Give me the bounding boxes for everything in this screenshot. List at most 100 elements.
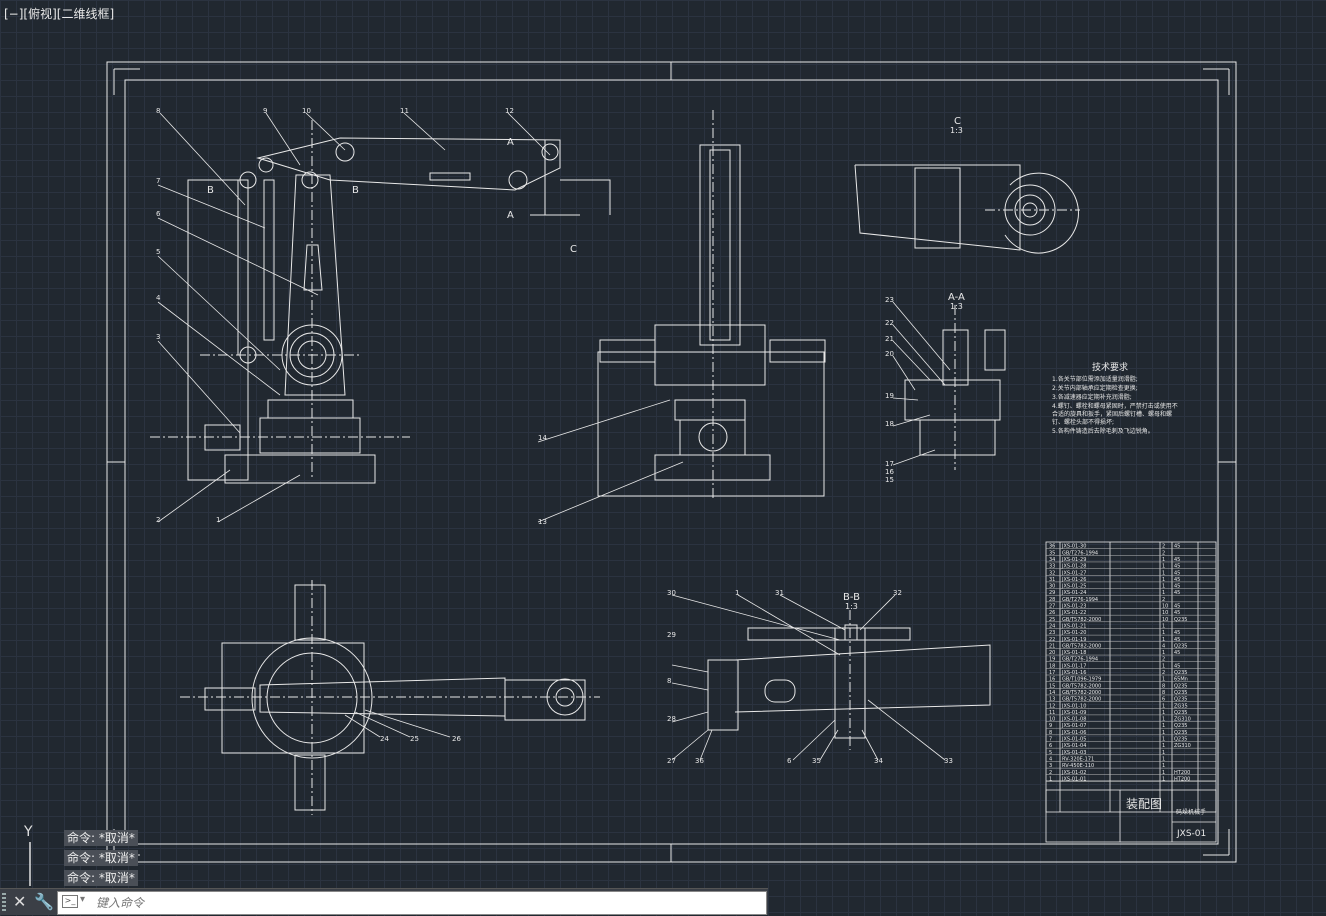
bom-cell-mat: Q235 bbox=[1174, 710, 1187, 716]
view-c-scale: 1:3 bbox=[950, 126, 963, 135]
bom-cell-mat: 45 bbox=[1174, 557, 1180, 563]
bom-cell-no: 21 bbox=[1049, 643, 1055, 649]
bom-cell-no: 5 bbox=[1049, 750, 1052, 756]
svg-text:14: 14 bbox=[538, 434, 547, 442]
grip-handle[interactable] bbox=[2, 893, 6, 911]
bom-cell-qty: 1 bbox=[1162, 776, 1165, 782]
bom-cell-mat: 45 bbox=[1174, 584, 1180, 590]
bom-cell-code: GB/T276-1994 bbox=[1062, 550, 1098, 556]
svg-text:30: 30 bbox=[667, 589, 676, 597]
bom-cell-qty: 1 bbox=[1162, 743, 1165, 749]
svg-text:34: 34 bbox=[874, 757, 883, 765]
bom-cell-mat: 45 bbox=[1174, 590, 1180, 596]
bom-cell-qty: 1 bbox=[1162, 703, 1165, 709]
viewport-controls-label[interactable]: [−][俯视][二维线框] bbox=[4, 7, 115, 21]
view-aa-title: A-A bbox=[948, 292, 965, 303]
command-input-box[interactable]: >_ ▾ bbox=[57, 891, 767, 915]
side-view[interactable] bbox=[150, 120, 611, 484]
bom-cell-code: JXS-01-29 bbox=[1061, 557, 1086, 563]
side-view-balloons bbox=[157, 112, 551, 523]
bom-cell-qty: 1 bbox=[1162, 577, 1165, 583]
section-a-a[interactable] bbox=[904, 305, 1006, 470]
bom-cell-qty: 1 bbox=[1162, 677, 1165, 683]
bom-cell-qty: 1 bbox=[1162, 756, 1165, 762]
bom-cell-code: GB/T5782-2000 bbox=[1062, 697, 1101, 703]
bom-cell-qty: 1 bbox=[1162, 737, 1165, 743]
section-b-b[interactable] bbox=[707, 610, 991, 750]
bom-cell-code: GB/T276-1994 bbox=[1062, 597, 1098, 603]
svg-text:21: 21 bbox=[885, 335, 894, 343]
bom-cell-mat: 65Mn bbox=[1174, 677, 1188, 683]
bom-cell-no: 6 bbox=[1049, 743, 1052, 749]
bom-cell-code: JXS-01-27 bbox=[1061, 570, 1086, 576]
prompt-icon[interactable]: >_ bbox=[62, 895, 78, 908]
bom-cell-qty: 2 bbox=[1162, 597, 1165, 603]
bom-cell-no: 14 bbox=[1049, 690, 1055, 696]
bom-cell-code: JXS-01-18 bbox=[1061, 650, 1086, 656]
bom-cell-mat: 45 bbox=[1174, 577, 1180, 583]
bom-cell-no: 22 bbox=[1049, 637, 1055, 643]
bom-cell-code: JXS-01-30 bbox=[1061, 544, 1086, 550]
svg-text:合适的旋具和扳手，紧固后螺钉槽、螺母和螺: 合适的旋具和扳手，紧固后螺钉槽、螺母和螺 bbox=[1052, 410, 1172, 418]
bom-table[interactable] bbox=[1045, 541, 1217, 813]
bom-cell-no: 13 bbox=[1049, 697, 1055, 703]
wrench-icon[interactable]: 🔧 bbox=[34, 892, 54, 911]
chevron-down-icon[interactable]: ▾ bbox=[80, 894, 86, 905]
bom-cell-mat: 45 bbox=[1174, 630, 1180, 636]
bom-cell-mat: Q235 bbox=[1174, 730, 1187, 736]
bom-cell-no: 7 bbox=[1049, 737, 1052, 743]
bom-cell-qty: 2 bbox=[1162, 657, 1165, 663]
title-block-company: 码垛机械手 bbox=[1176, 808, 1206, 816]
svg-text:23: 23 bbox=[885, 296, 894, 304]
bom-cell-qty: 10 bbox=[1162, 610, 1168, 616]
bom-cell-code: GB/T5782-2000 bbox=[1062, 690, 1101, 696]
bom-cell-code: JXS-01-04 bbox=[1061, 743, 1086, 749]
bom-cell-code: JXS-01-24 bbox=[1061, 590, 1086, 596]
bom-cell-mat: Q235 bbox=[1174, 670, 1187, 676]
bom-cell-qty: 1 bbox=[1162, 763, 1165, 769]
command-history-line: 命令: *取消* bbox=[64, 870, 138, 886]
front-view[interactable] bbox=[597, 110, 826, 500]
svg-text:20: 20 bbox=[885, 350, 894, 358]
bom-cell-qty: 1 bbox=[1162, 570, 1165, 576]
svg-text:22: 22 bbox=[885, 319, 894, 327]
bom-cell-no: 9 bbox=[1049, 723, 1052, 729]
close-icon[interactable]: ✕ bbox=[13, 892, 27, 911]
sheet-inner-border bbox=[124, 79, 1219, 845]
bom-cell-code: JXS-01-08 bbox=[1061, 717, 1086, 723]
command-input[interactable] bbox=[94, 893, 758, 913]
top-view-balloons bbox=[344, 709, 451, 738]
bom-cell-no: 16 bbox=[1049, 677, 1055, 683]
section-a-a-balloons bbox=[892, 301, 951, 466]
bom-cell-qty: 1 bbox=[1162, 663, 1165, 669]
bom-cell-qty: 1 bbox=[1162, 717, 1165, 723]
bom-cell-mat: 45 bbox=[1174, 637, 1180, 643]
tech-requirements-title: 技术要求 bbox=[1092, 361, 1128, 373]
svg-text:钉、螺栓头部不得损坏;: 钉、螺栓头部不得损坏; bbox=[1052, 418, 1114, 426]
bom-cell-no: 26 bbox=[1049, 610, 1055, 616]
view-c[interactable] bbox=[854, 164, 1080, 254]
svg-text:4: 4 bbox=[156, 294, 161, 302]
bom-cell-mat: 45 bbox=[1174, 604, 1180, 610]
bom-cell-code: JXS-01-03 bbox=[1061, 750, 1086, 756]
label-c-small: C bbox=[570, 244, 577, 255]
bom-cell-qty: 1 bbox=[1162, 630, 1165, 636]
bom-cell-no: 34 bbox=[1049, 557, 1055, 563]
svg-text:26: 26 bbox=[452, 735, 461, 743]
svg-text:18: 18 bbox=[885, 420, 894, 428]
top-view[interactable] bbox=[180, 580, 600, 815]
bom-cell-mat: Q235 bbox=[1174, 723, 1187, 729]
view-c-title: C bbox=[954, 116, 961, 127]
svg-text:7: 7 bbox=[156, 177, 160, 185]
bom-cell-qty: 2 bbox=[1162, 670, 1165, 676]
view-aa-scale: 1:3 bbox=[950, 302, 963, 311]
bom-cell-qty: 4 bbox=[1162, 643, 1165, 649]
svg-text:27: 27 bbox=[667, 757, 676, 765]
bom-cell-no: 20 bbox=[1049, 650, 1055, 656]
section-b-b-balloons bbox=[671, 594, 946, 761]
svg-text:8: 8 bbox=[667, 677, 671, 685]
svg-text:3: 3 bbox=[156, 333, 160, 341]
bom-cell-no: 29 bbox=[1049, 590, 1055, 596]
title-block[interactable] bbox=[1045, 789, 1217, 843]
